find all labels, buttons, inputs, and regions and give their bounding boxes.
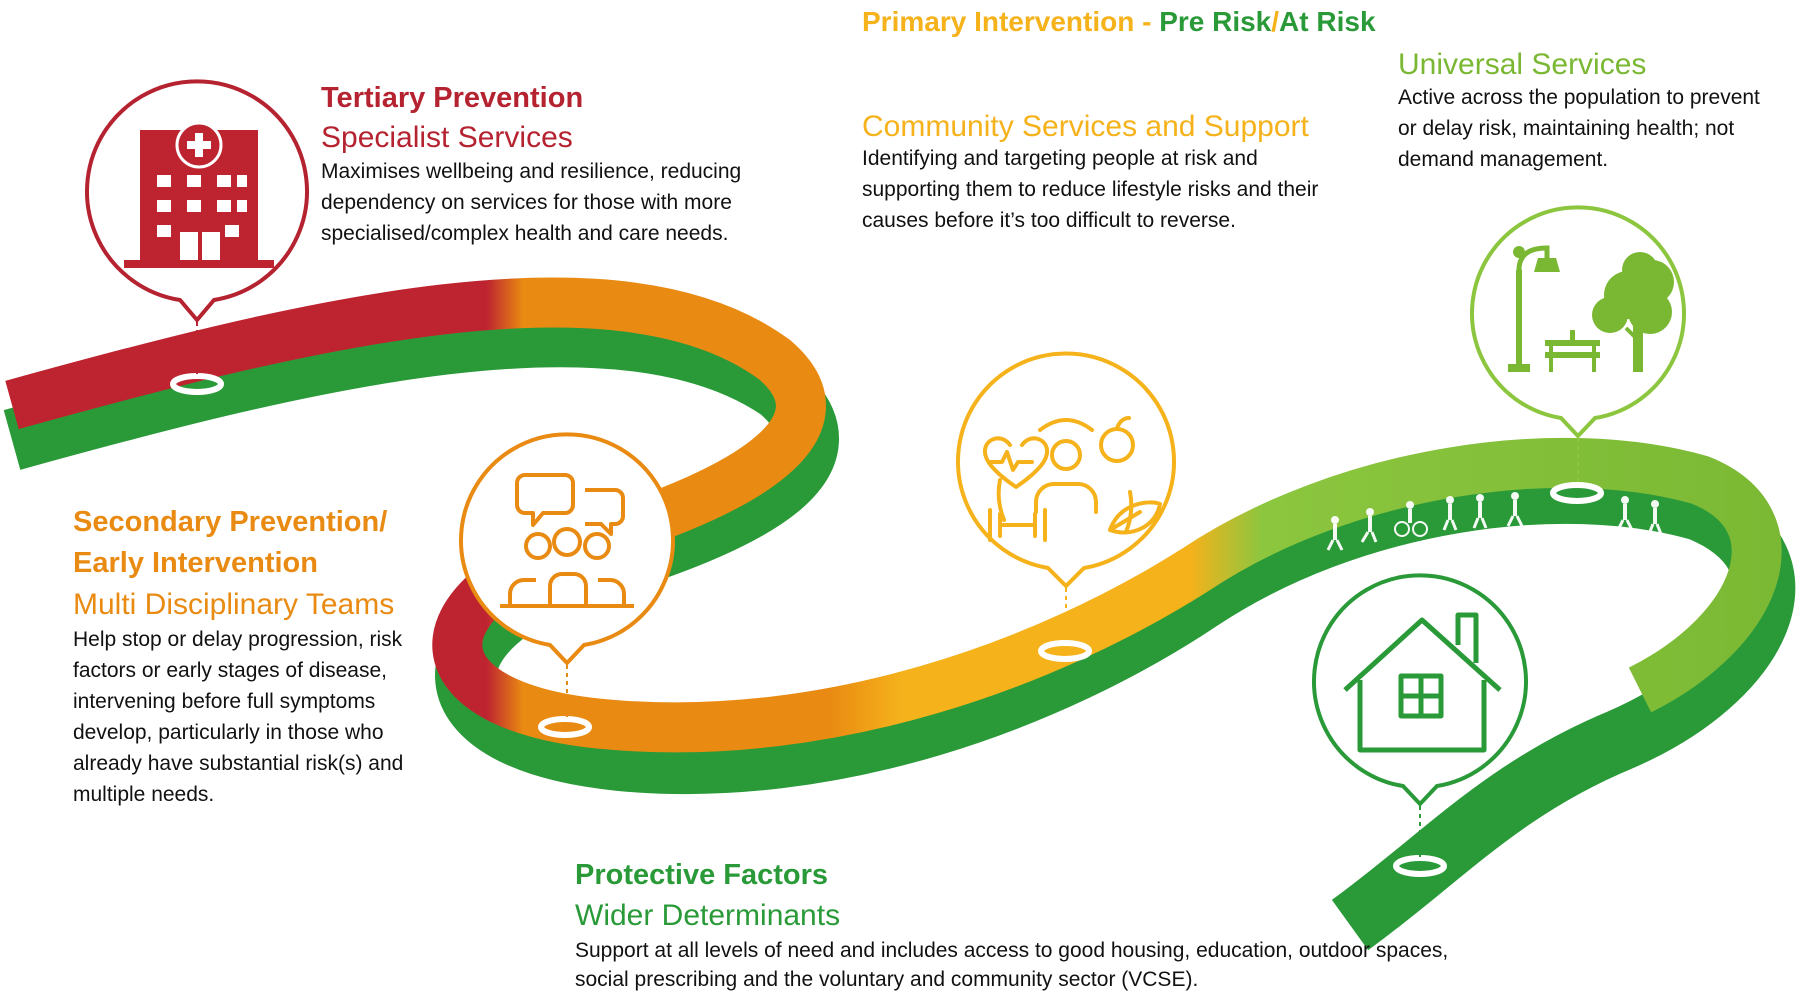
- tertiary-subtitle: Specialist Services: [321, 121, 573, 154]
- secondary-body: Help stop or delay progression, risk fac…: [73, 628, 404, 806]
- team-chat-icon: [500, 473, 634, 608]
- protective-title: Protective Factors: [575, 859, 829, 891]
- lifestyle-health-icon: [982, 416, 1162, 542]
- pin-community: [956, 351, 1176, 589]
- hospital-icon: [124, 121, 274, 268]
- secondary-title-line2: Early Intervention: [73, 547, 318, 579]
- marker-universal: [1550, 482, 1604, 504]
- marker-protective: [1393, 855, 1447, 877]
- universal-body: Active across the population to prevent …: [1398, 86, 1760, 171]
- primary-pre-risk: Pre Risk: [1159, 6, 1272, 37]
- pin-protective: [1312, 573, 1528, 807]
- pin-universal: [1470, 205, 1686, 439]
- community-body: Identifying and targeting people at risk…: [862, 147, 1319, 232]
- primary-at-risk: At Risk: [1279, 6, 1376, 37]
- road-markers: [170, 373, 1604, 877]
- active-people-icon: [1326, 492, 1663, 551]
- primary-intervention-heading: Primary Intervention - Pre Risk/At Risk: [862, 4, 1376, 39]
- primary-prefix: Primary Intervention -: [862, 6, 1160, 37]
- tertiary-body: Maximises wellbeing and resilience, redu…: [321, 160, 742, 245]
- park-icon: [1508, 245, 1674, 372]
- secondary-subtitle: Multi Disciplinary Teams: [73, 588, 395, 621]
- secondary-title-line1: Secondary Prevention/: [73, 506, 388, 538]
- marker-secondary: [538, 716, 592, 738]
- marker-community: [1038, 640, 1092, 662]
- house-icon: [1343, 612, 1502, 753]
- community-title: Community Services and Support: [862, 110, 1309, 143]
- pin-tertiary: [85, 79, 309, 324]
- marker-tertiary: [170, 373, 224, 395]
- tertiary-title: Tertiary Prevention: [321, 82, 584, 114]
- universal-title: Universal Services: [1398, 48, 1647, 81]
- protective-body: Support at all levels of need and includ…: [575, 939, 1449, 991]
- primary-slash: /: [1271, 6, 1280, 37]
- protective-subtitle: Wider Determinants: [575, 899, 841, 932]
- pin-secondary: [459, 432, 675, 666]
